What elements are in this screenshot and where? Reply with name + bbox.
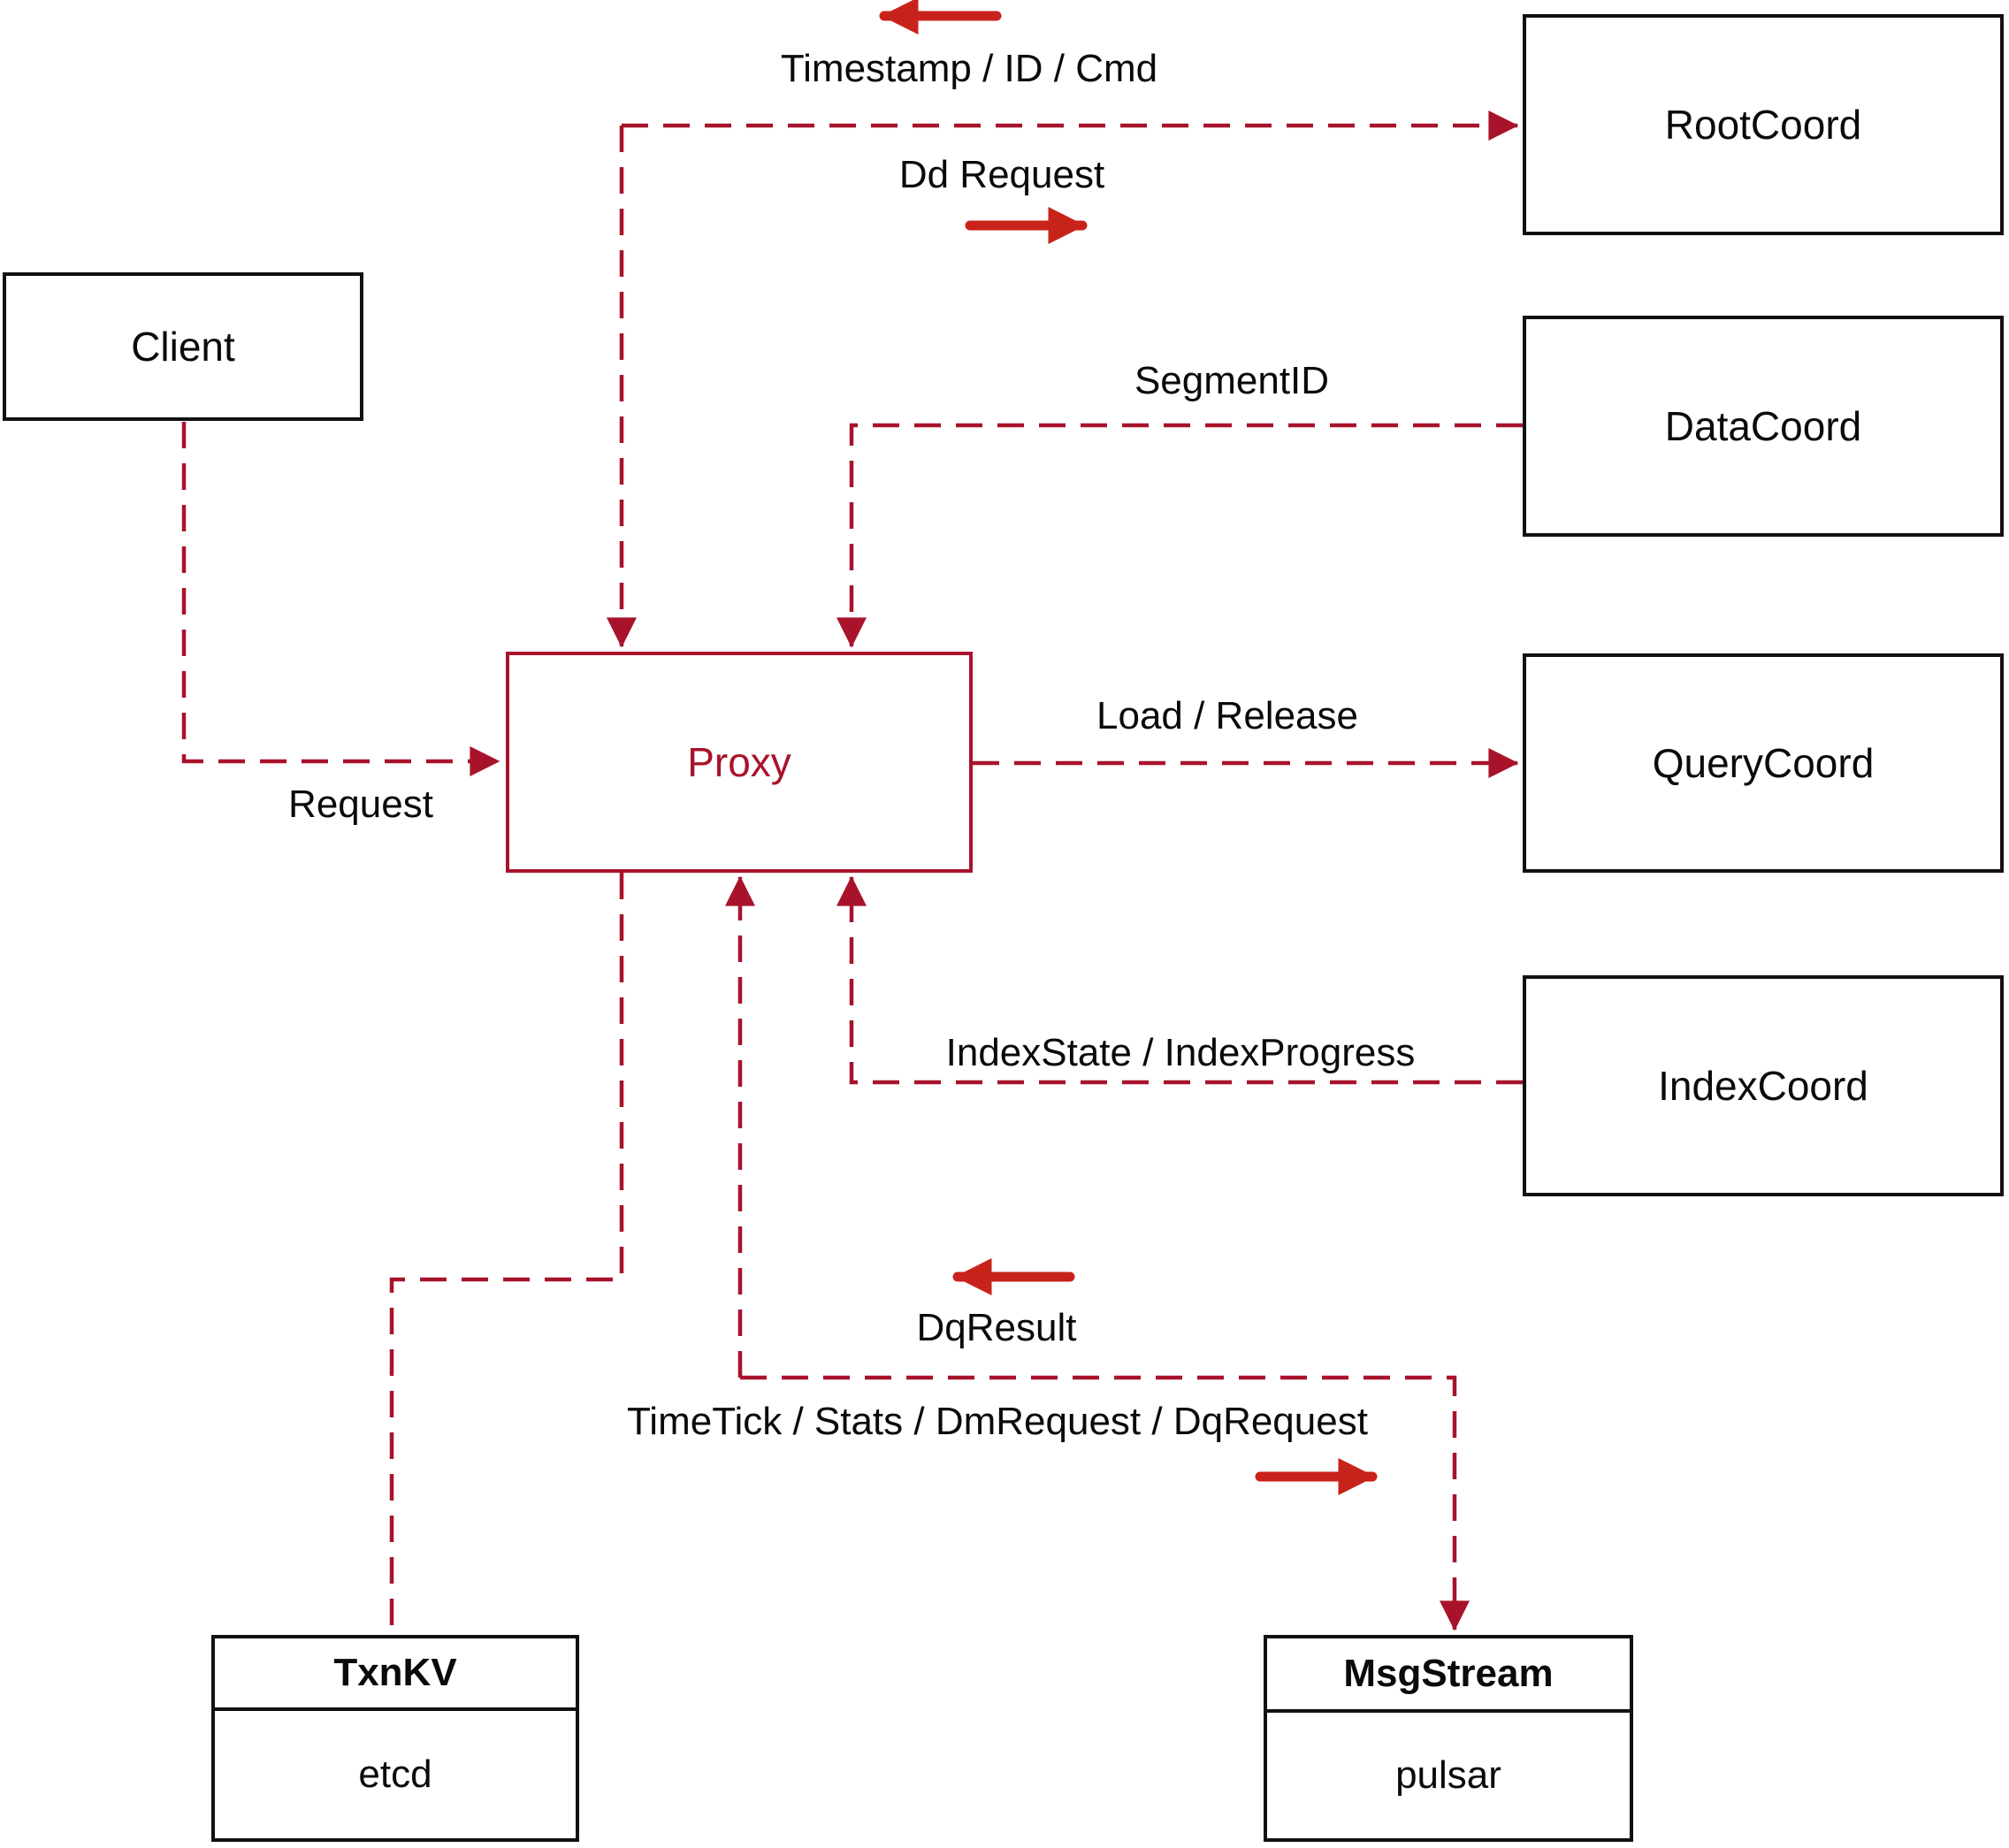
node-querycoord-label: QueryCoord [1652, 740, 1875, 786]
edge-proxy-to-txnkv [389, 873, 624, 1631]
node-txnkv-title: TxnKV [215, 1638, 576, 1711]
edge-label-time-tick: TimeTick / Stats / DmRequest / DqRequest [627, 1400, 1368, 1443]
node-datacoord: DataCoord [1523, 316, 2004, 537]
node-indexcoord-label: IndexCoord [1658, 1063, 1868, 1109]
edge-label-timestamp: Timestamp / ID / Cmd [780, 47, 1158, 90]
node-msgstream-subtitle: pulsar [1395, 1753, 1501, 1797]
node-rootcoord: RootCoord [1523, 14, 2004, 235]
node-client: Client [3, 272, 363, 421]
edge-label-load-release: Load / Release [1096, 694, 1358, 737]
edge-label-dq-result: DqResult [916, 1306, 1077, 1349]
edge-label-segment-id: SegmentID [1134, 359, 1330, 402]
node-proxy: Proxy [506, 652, 973, 873]
edge-client-to-proxy [181, 422, 500, 776]
node-txnkv: TxnKV etcd [211, 1635, 579, 1842]
edge-label-dd-request: Dd Request [898, 153, 1105, 196]
node-rootcoord-label: RootCoord [1664, 102, 1862, 148]
node-indexcoord: IndexCoord [1523, 975, 2004, 1196]
node-msgstream-title: MsgStream [1267, 1638, 1630, 1713]
edge-datacoord-to-proxy [836, 423, 1523, 648]
node-proxy-label: Proxy [687, 739, 791, 785]
node-querycoord: QueryCoord [1523, 653, 2004, 873]
node-txnkv-subtitle: etcd [358, 1753, 432, 1796]
node-msgstream: MsgStream pulsar [1264, 1635, 1633, 1842]
edge-indexcoord-to-proxy [836, 875, 1523, 1085]
edge-proxy-to-msgstream [740, 1375, 1470, 1631]
node-datacoord-label: DataCoord [1664, 403, 1862, 449]
edge-label-index-state: IndexState / IndexProgress [945, 1031, 1416, 1074]
edge-label-request: Request [288, 783, 433, 826]
node-client-label: Client [131, 324, 235, 370]
